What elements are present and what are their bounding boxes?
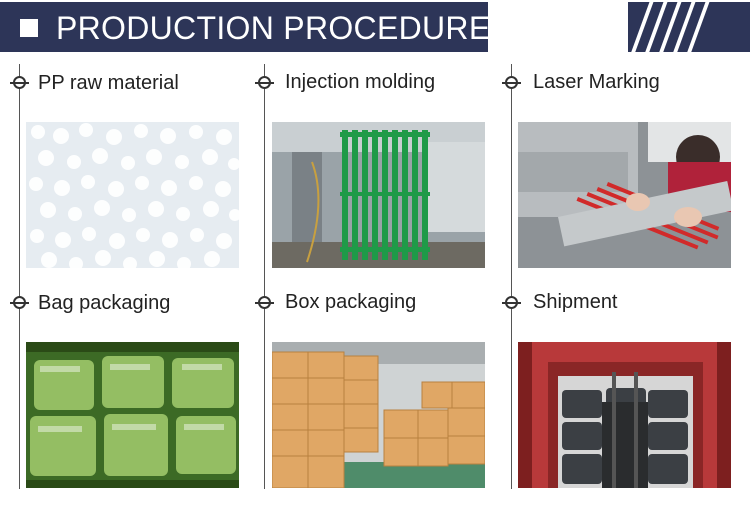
laser-marking-photo	[518, 122, 731, 268]
timeline-line	[19, 64, 20, 489]
banner-stripes	[628, 2, 750, 52]
banner-gap	[488, 2, 628, 52]
bullet-icon	[255, 296, 274, 309]
raw-material-photo	[26, 122, 239, 268]
injection-molding-photo	[272, 122, 485, 268]
step-label-bag-packaging: Bag packaging	[38, 292, 171, 314]
page-title: PRODUCTION PROCEDURE	[56, 10, 491, 46]
step-label-shipment: Shipment	[533, 291, 618, 313]
bullet-icon	[502, 76, 521, 89]
step-label-injection-molding: Injection molding	[285, 71, 436, 93]
square-icon	[20, 19, 38, 37]
timeline-line	[511, 64, 512, 489]
step-label-box-packaging: Box packaging	[285, 291, 417, 313]
bullet-icon	[255, 76, 274, 89]
bullet-icon	[10, 296, 29, 309]
shipment-photo	[518, 342, 731, 488]
step-label-pp-raw-material: PP raw material	[38, 72, 179, 94]
bullet-icon	[502, 296, 521, 309]
bullet-icon	[10, 76, 29, 89]
timeline-line	[264, 64, 265, 489]
header-banner: PRODUCTION PROCEDURE	[0, 2, 750, 52]
box-packaging-photo	[272, 342, 485, 488]
step-label-laser-marking: Laser Marking	[533, 71, 660, 93]
bag-packaging-photo	[26, 342, 239, 488]
